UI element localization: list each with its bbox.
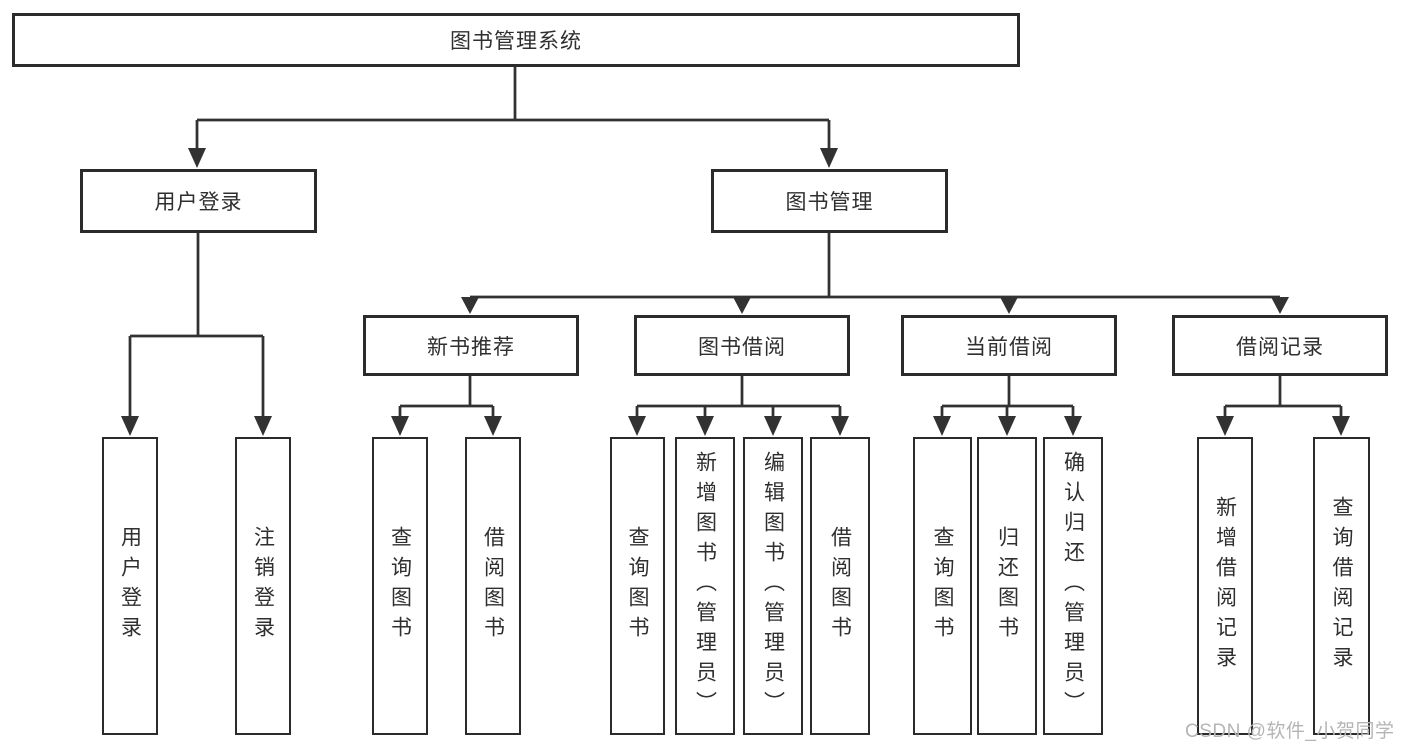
leaf-borrow-add-books-admin: 新增图书（管理员） xyxy=(675,437,735,735)
node-current-borrow-label: 当前借阅 xyxy=(965,335,1053,359)
leaf-current-query-books: 查询图书 xyxy=(913,437,972,735)
leaf-borrow-query-books: 查询图书 xyxy=(610,437,665,735)
leaf-borrow-borrow-books: 借阅图书 xyxy=(810,437,870,735)
leaf-current-confirm-return-admin: 确认归还（管理员） xyxy=(1043,437,1103,735)
csdn-watermark: CSDN @软件_小贺同学 xyxy=(1185,721,1395,742)
leaf-current-return-books-label: 归还图书 xyxy=(995,526,1019,646)
leaf-logout-label: 注销登录 xyxy=(251,526,275,646)
node-borrow-records: 借阅记录 xyxy=(1172,315,1388,376)
leaf-borrow-query-books-label: 查询图书 xyxy=(626,526,649,646)
node-book-management-label: 图书管理 xyxy=(785,191,874,214)
node-current-borrow: 当前借阅 xyxy=(901,315,1117,376)
leaf-current-query-books-label: 查询图书 xyxy=(931,526,954,646)
leaf-logout: 注销登录 xyxy=(235,437,291,735)
leaf-borrow-edit-books-admin: 编辑图书（管理员） xyxy=(743,437,803,735)
node-book-borrow: 图书借阅 xyxy=(634,315,850,376)
node-new-book-recommend-label: 新书推荐 xyxy=(427,335,515,359)
node-borrow-records-label: 借阅记录 xyxy=(1236,335,1324,359)
leaf-borrow-edit-books-admin-label: 编辑图书（管理员） xyxy=(761,451,785,721)
leaf-current-confirm-return-admin-label: 确认归还（管理员） xyxy=(1061,451,1085,721)
node-book-borrow-label: 图书借阅 xyxy=(698,335,786,359)
leaf-borrow-add-books-admin-label: 新增图书（管理员） xyxy=(693,451,717,721)
leaf-recommend-borrow-books-label: 借阅图书 xyxy=(481,526,505,646)
node-user-login: 用户登录 xyxy=(80,169,317,233)
node-new-book-recommend: 新书推荐 xyxy=(363,315,579,376)
leaf-current-return-books: 归还图书 xyxy=(977,437,1037,735)
leaf-borrow-borrow-books-label: 借阅图书 xyxy=(828,526,852,646)
leaf-user-login: 用户登录 xyxy=(102,437,158,735)
node-book-management: 图书管理 xyxy=(711,169,948,233)
node-root-label: 图书管理系统 xyxy=(450,30,582,53)
node-root: 图书管理系统 xyxy=(12,13,1020,67)
leaf-records-query-record-label: 查询借阅记录 xyxy=(1330,496,1353,676)
leaf-records-add-record-label: 新增借阅记录 xyxy=(1213,496,1237,676)
leaf-records-query-record: 查询借阅记录 xyxy=(1313,437,1370,735)
leaf-recommend-query-books: 查询图书 xyxy=(372,437,428,735)
leaf-recommend-query-books-label: 查询图书 xyxy=(388,526,412,646)
leaf-recommend-borrow-books: 借阅图书 xyxy=(465,437,521,735)
leaf-user-login-label: 用户登录 xyxy=(118,526,142,646)
leaf-records-add-record: 新增借阅记录 xyxy=(1197,437,1253,735)
node-user-login-label: 用户登录 xyxy=(154,191,243,214)
